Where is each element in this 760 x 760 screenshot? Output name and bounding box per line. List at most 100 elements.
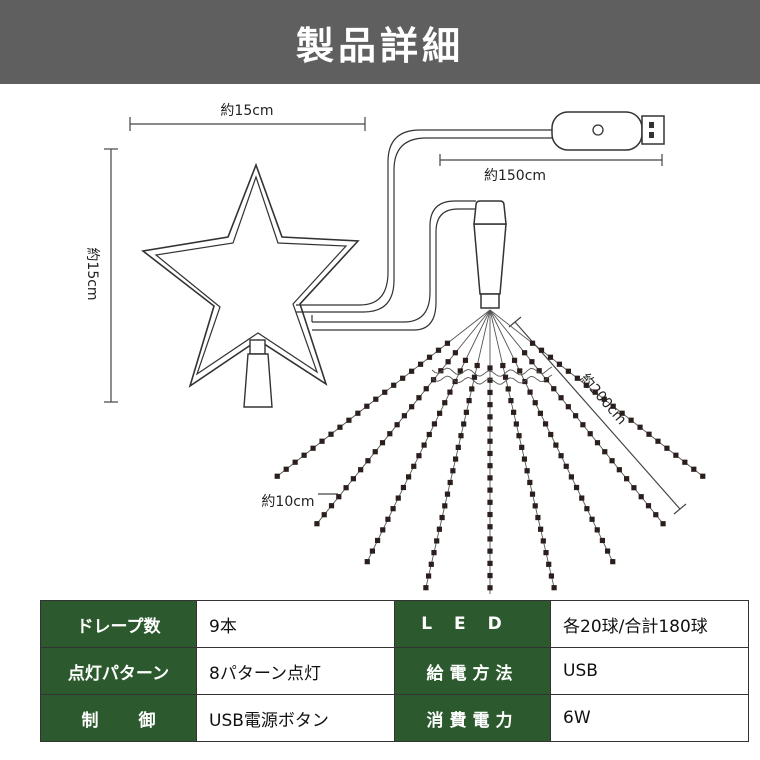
led-bulb xyxy=(474,362,480,369)
led-bulb xyxy=(556,361,563,367)
led-bulb xyxy=(537,410,543,416)
led-bulb xyxy=(527,389,533,395)
led-bulb xyxy=(434,538,440,544)
led-bulb xyxy=(628,417,634,423)
led-bulb xyxy=(673,452,679,458)
led-bulb xyxy=(543,550,549,556)
led-bulb xyxy=(423,386,429,392)
led-bulb xyxy=(400,375,406,381)
led-bulb xyxy=(431,550,437,556)
led-bulb xyxy=(435,347,442,353)
led-bulb xyxy=(452,456,459,462)
led-bulb xyxy=(387,431,393,437)
usb-plug-icon xyxy=(641,115,665,145)
spec-row: ドレープ数 9本 LED 各20球/合計180球 xyxy=(40,600,749,648)
led-bulb xyxy=(372,449,378,455)
spec-row: 制御 USB電源ボタン 消費電力 6W xyxy=(40,694,749,742)
led-bulb xyxy=(346,417,352,423)
led-bulb xyxy=(365,458,371,464)
led-bulb xyxy=(522,350,528,356)
usb-controller xyxy=(551,111,665,151)
led-bulb xyxy=(532,400,538,406)
led-bulb xyxy=(428,561,434,567)
led-bulb xyxy=(487,402,493,408)
led-bulb xyxy=(536,368,542,374)
led-bulb xyxy=(589,516,595,522)
led-bulb xyxy=(461,421,467,427)
led-bulb xyxy=(391,382,397,388)
spec-label: 点灯パターン xyxy=(40,647,197,695)
led-bulb xyxy=(548,431,554,438)
spec-label: ドレープ数 xyxy=(40,600,197,648)
led-bulb xyxy=(401,413,407,419)
led-bulb xyxy=(487,572,493,579)
led-bulb xyxy=(450,468,456,474)
led-bulb xyxy=(513,421,519,427)
led-bulb xyxy=(700,473,706,479)
led-bulb xyxy=(437,410,443,416)
led-bulb xyxy=(471,374,478,380)
led-bulb xyxy=(602,449,608,455)
led-bulb xyxy=(646,431,652,437)
led-bulb xyxy=(426,431,432,438)
led-bulb xyxy=(382,389,388,395)
led-bulb xyxy=(553,442,559,448)
led-bulb xyxy=(551,386,557,392)
led-bulb xyxy=(487,487,493,493)
spec-value: 各20球/合計180球 xyxy=(550,600,749,648)
led-bulb xyxy=(547,354,554,360)
cables xyxy=(296,129,552,331)
led-bulb xyxy=(292,459,298,465)
led-bulb xyxy=(336,494,342,500)
led-bulb xyxy=(540,538,546,544)
led-bulb xyxy=(573,413,579,419)
led-bulb xyxy=(691,466,697,472)
led-bulb xyxy=(502,374,509,380)
led-bulb xyxy=(423,585,429,591)
led-bulb xyxy=(487,389,493,396)
led-bulb xyxy=(487,426,493,432)
led-bulb xyxy=(337,424,343,430)
break-mark xyxy=(431,366,553,377)
star-width-dimension xyxy=(129,117,366,131)
cable-length-label: 約150cm xyxy=(484,168,546,184)
led-bulb xyxy=(579,495,585,501)
led-bulb xyxy=(487,414,493,420)
header-bar: 製品詳細 xyxy=(0,0,760,84)
led-bulb xyxy=(283,466,289,472)
led-bulb xyxy=(355,410,361,416)
led-bulb xyxy=(521,456,528,462)
led-bulb xyxy=(610,559,616,565)
led-bulb xyxy=(447,389,453,395)
led-bulb xyxy=(416,395,422,401)
led-bulb xyxy=(487,438,493,444)
led-bulb xyxy=(395,495,401,501)
spec-table: ドレープ数 9本 LED 各20球/合計180球 点灯パターン 8パターン点灯 … xyxy=(40,600,749,742)
led-bulb xyxy=(638,494,644,500)
led-bulb xyxy=(538,347,545,353)
led-bulb xyxy=(426,354,433,360)
led-bulb xyxy=(604,548,611,554)
led-bulb xyxy=(619,410,625,416)
led-bulb xyxy=(565,404,571,410)
drape-strands xyxy=(274,309,706,594)
led-bulb xyxy=(548,573,555,579)
led-bulb xyxy=(529,359,535,365)
spec-label: LED xyxy=(394,600,551,648)
led-bulb xyxy=(594,440,601,446)
led-bulb xyxy=(321,512,327,518)
led-bulb xyxy=(568,474,574,480)
spec-label: 消費電力 xyxy=(394,694,551,742)
led-bulb xyxy=(417,361,424,367)
led-bulb xyxy=(655,438,661,444)
led-bulb xyxy=(444,491,451,497)
led-bulb xyxy=(343,485,349,491)
led-bulb xyxy=(599,537,606,544)
star-height-dimension xyxy=(104,148,118,403)
led-bulb xyxy=(487,585,493,591)
led-bulb xyxy=(452,350,458,356)
led-bulb xyxy=(364,403,370,409)
led-bulb xyxy=(439,514,445,521)
led-bulb xyxy=(442,503,448,509)
led-bulb xyxy=(517,368,523,374)
